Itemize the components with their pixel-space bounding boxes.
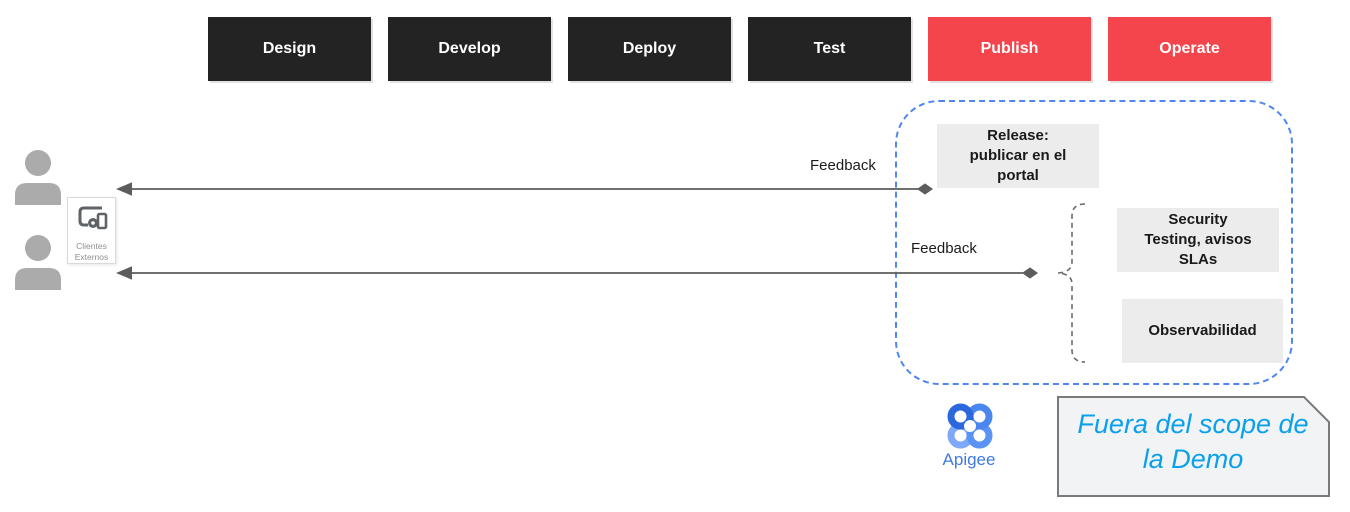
stage-test: Test [748, 17, 911, 81]
clients-label-line1: Clientes [76, 241, 107, 251]
curly-brace [1057, 203, 1086, 363]
apigee-logo-icon [944, 400, 996, 457]
release-line2: publicar en el [969, 147, 1067, 165]
note-shape [1057, 396, 1330, 497]
observability-box: Observabilidad [1122, 299, 1283, 363]
security-line2: Testing, avisos [1144, 231, 1252, 249]
note-line2: la Demo [1142, 444, 1244, 475]
external-clients-box: Clientes Externos [67, 197, 116, 264]
devices-icon [76, 205, 108, 236]
note-line1: Fuera del scope de [1077, 409, 1309, 439]
stage-deploy: Deploy [568, 17, 731, 81]
apigee-wordmark: Apigee [942, 450, 996, 469]
release-line1: Release: [987, 127, 1049, 145]
stage-design: Design [208, 17, 371, 81]
release-box: Release: publicar en el portal [937, 124, 1099, 188]
security-testing-box: Security Testing, avisos SLAs [1117, 208, 1279, 272]
security-line1: Security [1168, 211, 1228, 229]
feedback-label: Feedback [810, 157, 876, 174]
observability-label: Observabilidad [1148, 322, 1257, 340]
stage-publish: Publish [928, 17, 1091, 81]
person-icon [14, 149, 62, 210]
note-text: Fuera del scope de la Demo [1058, 407, 1328, 477]
person-icon [14, 234, 62, 295]
feedback-label: Feedback [911, 240, 977, 257]
stage-operate: Operate [1108, 17, 1271, 81]
scope-dashed-border [895, 100, 1293, 385]
release-line3: portal [997, 166, 1039, 184]
clients-label-line2: Externos [74, 252, 109, 263]
security-line3: SLAs [1178, 250, 1218, 268]
stage-develop: Develop [388, 17, 551, 81]
